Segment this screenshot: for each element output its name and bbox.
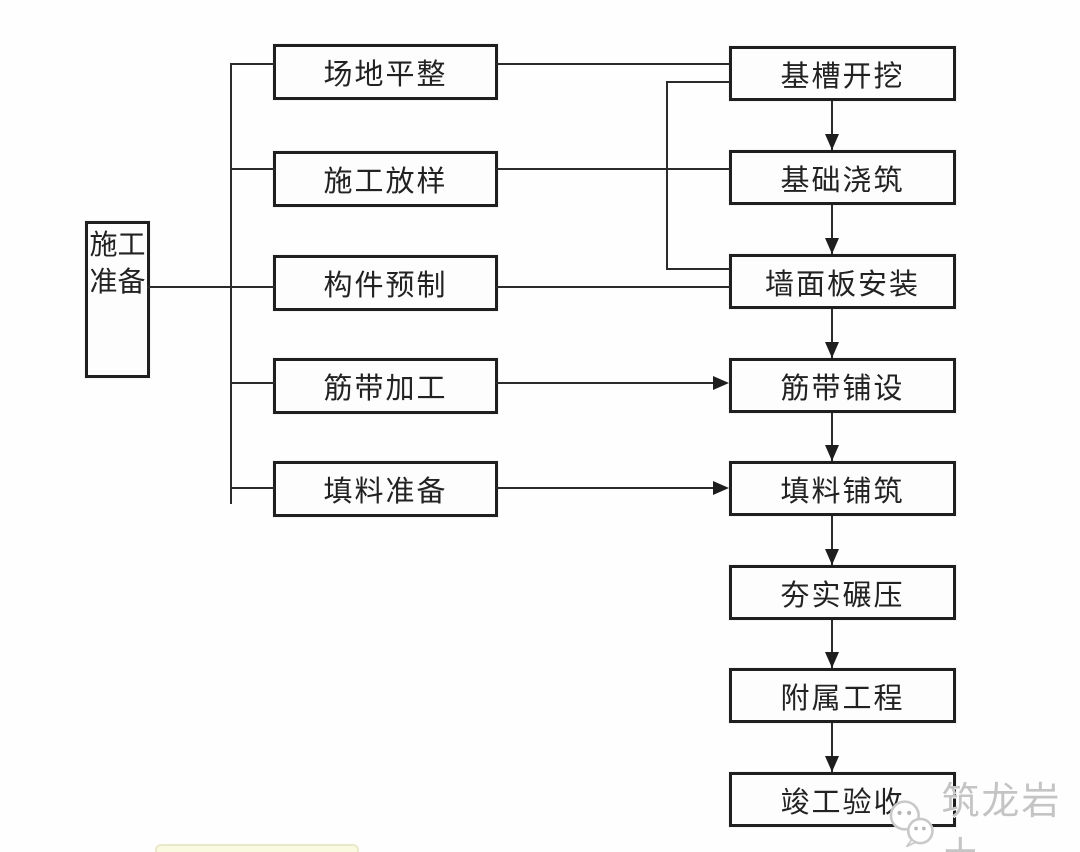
arrow-fill-preparation-to-placement [496, 481, 729, 495]
bottom-highlight-bar [155, 844, 359, 852]
node-completion-acceptance: 竣工验收 [729, 772, 956, 827]
connector-stub-row1 [230, 63, 275, 65]
arrowhead-down-icon [825, 134, 839, 150]
arrow-striplaying-to-fill [825, 413, 839, 461]
arrowhead-right-icon [713, 376, 729, 390]
connector-bypass-bottom [666, 268, 730, 270]
connector-bypass-vertical [666, 81, 668, 270]
arrow-panel-to-striplaying [825, 309, 839, 358]
arrow-excavation-to-pouring [825, 101, 839, 150]
arrow-strip-processing-to-laying [496, 376, 729, 390]
arrow-shaft [831, 413, 833, 461]
connector-start-to-spine [147, 286, 275, 288]
arrow-pouring-to-panel [825, 205, 839, 254]
connector-settingout-to-pouring [496, 168, 730, 170]
connector-prefab-to-panel [496, 286, 730, 288]
arrow-shaft [831, 723, 833, 772]
arrowhead-down-icon [825, 342, 839, 358]
arrow-shaft [496, 487, 714, 489]
arrow-auxiliary-to-acceptance [825, 723, 839, 772]
connector-stub-row2 [230, 168, 275, 170]
node-construction-setting-out: 施工放样 [273, 151, 498, 207]
watermark: 筑龙岩土 [884, 770, 1080, 852]
arrowhead-down-icon [825, 549, 839, 565]
arrowhead-down-icon [825, 445, 839, 461]
node-reinforcement-strip-laying: 筋带铺设 [729, 358, 956, 413]
arrow-shaft [831, 309, 833, 358]
arrowhead-down-icon [825, 756, 839, 772]
arrow-shaft [831, 620, 833, 668]
node-auxiliary-works: 附属工程 [729, 668, 956, 723]
arrowhead-down-icon [825, 652, 839, 668]
connector-stub-row5 [230, 487, 275, 489]
node-fill-placement: 填料铺筑 [729, 461, 956, 516]
arrow-compaction-to-auxiliary [825, 620, 839, 668]
node-reinforcement-strip-processing: 筋带加工 [273, 358, 498, 414]
node-trench-excavation: 基槽开挖 [729, 46, 956, 101]
arrowhead-down-icon [825, 238, 839, 254]
node-compaction-rolling: 夯实碾压 [729, 565, 956, 620]
connector-leveling-to-excavation [496, 63, 730, 65]
connector-stub-row4 [230, 382, 275, 384]
connector-bypass-top [666, 81, 730, 83]
node-foundation-pouring: 基础浇筑 [729, 150, 956, 205]
arrowhead-right-icon [713, 481, 729, 495]
connector-spine [230, 64, 232, 504]
node-construction-preparation: 施工准备 [85, 221, 150, 378]
arrow-shaft [831, 516, 833, 565]
arrow-fill-to-compaction [825, 516, 839, 565]
node-fill-material-preparation: 填料准备 [273, 461, 498, 517]
node-site-leveling: 场地平整 [273, 44, 498, 100]
node-wall-panel-installation: 墙面板安装 [729, 254, 956, 309]
arrow-shaft [831, 101, 833, 150]
watermark-text: 筑龙岩土 [941, 781, 1062, 852]
arrow-shaft [496, 382, 714, 384]
wechat-logo-icon [889, 800, 934, 848]
arrow-shaft [831, 205, 833, 254]
node-component-prefabrication: 构件预制 [273, 255, 498, 311]
